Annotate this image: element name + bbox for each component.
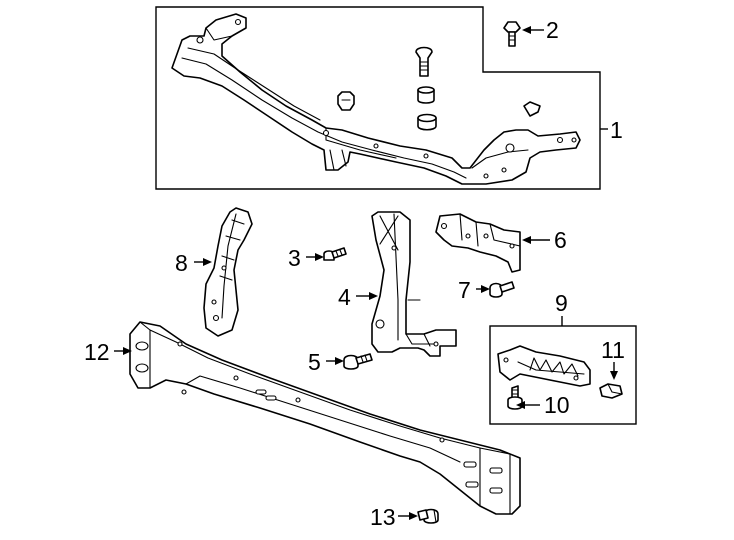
callout-10: 10 — [544, 392, 570, 418]
leader-6 — [522, 236, 550, 244]
leader-2 — [522, 26, 544, 34]
screw-7 — [489, 281, 515, 298]
bracket-9 — [497, 345, 591, 387]
tie-bar-clip-left — [337, 91, 355, 111]
callout-3: 3 — [288, 245, 301, 271]
upper-tie-bar — [171, 13, 581, 185]
callout-7: 7 — [458, 277, 471, 303]
callout-13: 13 — [370, 504, 396, 530]
screw-2 — [503, 21, 521, 47]
screw-13 — [417, 508, 439, 524]
callout-9: 9 — [555, 290, 568, 316]
bracket-4 — [371, 211, 457, 357]
callout-4: 4 — [338, 284, 351, 310]
tie-bar-bumper-large — [417, 113, 437, 131]
screw-5 — [343, 353, 373, 370]
callout-5: 5 — [308, 349, 321, 375]
leader-12 — [114, 347, 132, 355]
callout-8: 8 — [175, 250, 188, 276]
callout-12: 12 — [84, 339, 110, 365]
leader-4 — [356, 292, 378, 300]
leader-5 — [326, 357, 344, 365]
callout-11: 11 — [601, 337, 625, 363]
leader-7 — [476, 285, 490, 293]
bracket-8 — [203, 207, 253, 337]
leader-3 — [306, 253, 324, 261]
tie-bar-clip-right — [523, 101, 541, 117]
impact-bar-12 — [129, 321, 521, 515]
tie-bar-bumper-small — [417, 86, 435, 104]
leader-8 — [194, 258, 212, 266]
clip-11 — [599, 383, 623, 399]
leader-11 — [610, 362, 618, 380]
callout-6: 6 — [554, 227, 567, 253]
callout-2: 2 — [546, 17, 559, 43]
leader-10 — [516, 401, 540, 409]
screw-3 — [323, 247, 347, 261]
leader-13 — [398, 512, 418, 520]
tie-bar-bolt — [415, 46, 433, 77]
bracket-6 — [435, 213, 521, 273]
callout-1: 1 — [610, 117, 623, 143]
group-frame-1 — [155, 6, 601, 190]
group-frame-9 — [489, 325, 637, 425]
